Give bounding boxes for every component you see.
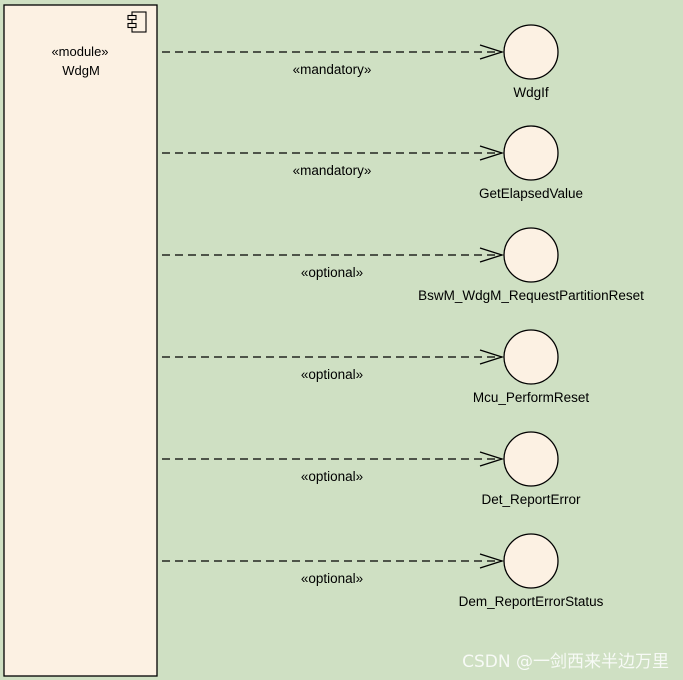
interface-circle-icon[interactable] bbox=[503, 24, 559, 80]
module-name: WdgM bbox=[62, 63, 100, 78]
arrow-head-icon bbox=[479, 44, 505, 60]
interface-name: GetElapsedValue bbox=[479, 186, 583, 201]
arrow-head-icon bbox=[479, 349, 505, 365]
arrow-head-icon bbox=[479, 247, 505, 263]
dependency-row[interactable]: «mandatory» WdgIf bbox=[162, 24, 559, 100]
module-stereotype: «module» bbox=[51, 44, 108, 59]
dependency-row[interactable]: «optional» BswM_WdgM_RequestPartitionRese… bbox=[162, 227, 644, 303]
interface-circle-icon[interactable] bbox=[503, 329, 559, 385]
interface-name: Det_ReportError bbox=[481, 492, 581, 507]
dependency-list: «mandatory» WdgIf «mandatory» GetElapsedVal… bbox=[162, 24, 644, 609]
dependency-stereotype: «mandatory» bbox=[293, 163, 372, 178]
interface-circle-icon[interactable] bbox=[503, 125, 559, 181]
interface-name: Mcu_PerformReset bbox=[473, 390, 590, 405]
module-component[interactable]: «module» WdgM bbox=[3, 4, 158, 677]
interface-name: BswM_WdgM_RequestPartitionReset bbox=[418, 288, 644, 303]
dependency-row[interactable]: «optional» Mcu_PerformReset bbox=[162, 329, 590, 405]
dependency-stereotype: «optional» bbox=[301, 265, 363, 280]
dependency-row[interactable]: «mandatory» GetElapsedValue bbox=[162, 125, 583, 201]
component-icon bbox=[127, 11, 147, 33]
arrow-head-icon bbox=[479, 451, 505, 467]
dependency-stereotype: «mandatory» bbox=[293, 62, 372, 77]
interface-circle-icon[interactable] bbox=[503, 227, 559, 283]
interface-circle-icon[interactable] bbox=[503, 533, 559, 589]
dependency-row[interactable]: «optional» Dem_ReportErrorStatus bbox=[162, 533, 604, 609]
module-box[interactable] bbox=[3, 4, 158, 677]
interface-name: Dem_ReportErrorStatus bbox=[459, 594, 604, 609]
interface-name: WdgIf bbox=[513, 85, 549, 100]
interface-circle-icon[interactable] bbox=[503, 431, 559, 487]
dependency-row[interactable]: «optional» Det_ReportError bbox=[162, 431, 581, 507]
arrow-head-icon bbox=[479, 145, 505, 161]
dependency-stereotype: «optional» bbox=[301, 367, 363, 382]
dependency-stereotype: «optional» bbox=[301, 571, 363, 586]
watermark: CSDN @一剑西来半边万里 bbox=[462, 652, 669, 672]
arrow-head-icon bbox=[479, 553, 505, 569]
dependency-stereotype: «optional» bbox=[301, 469, 363, 484]
